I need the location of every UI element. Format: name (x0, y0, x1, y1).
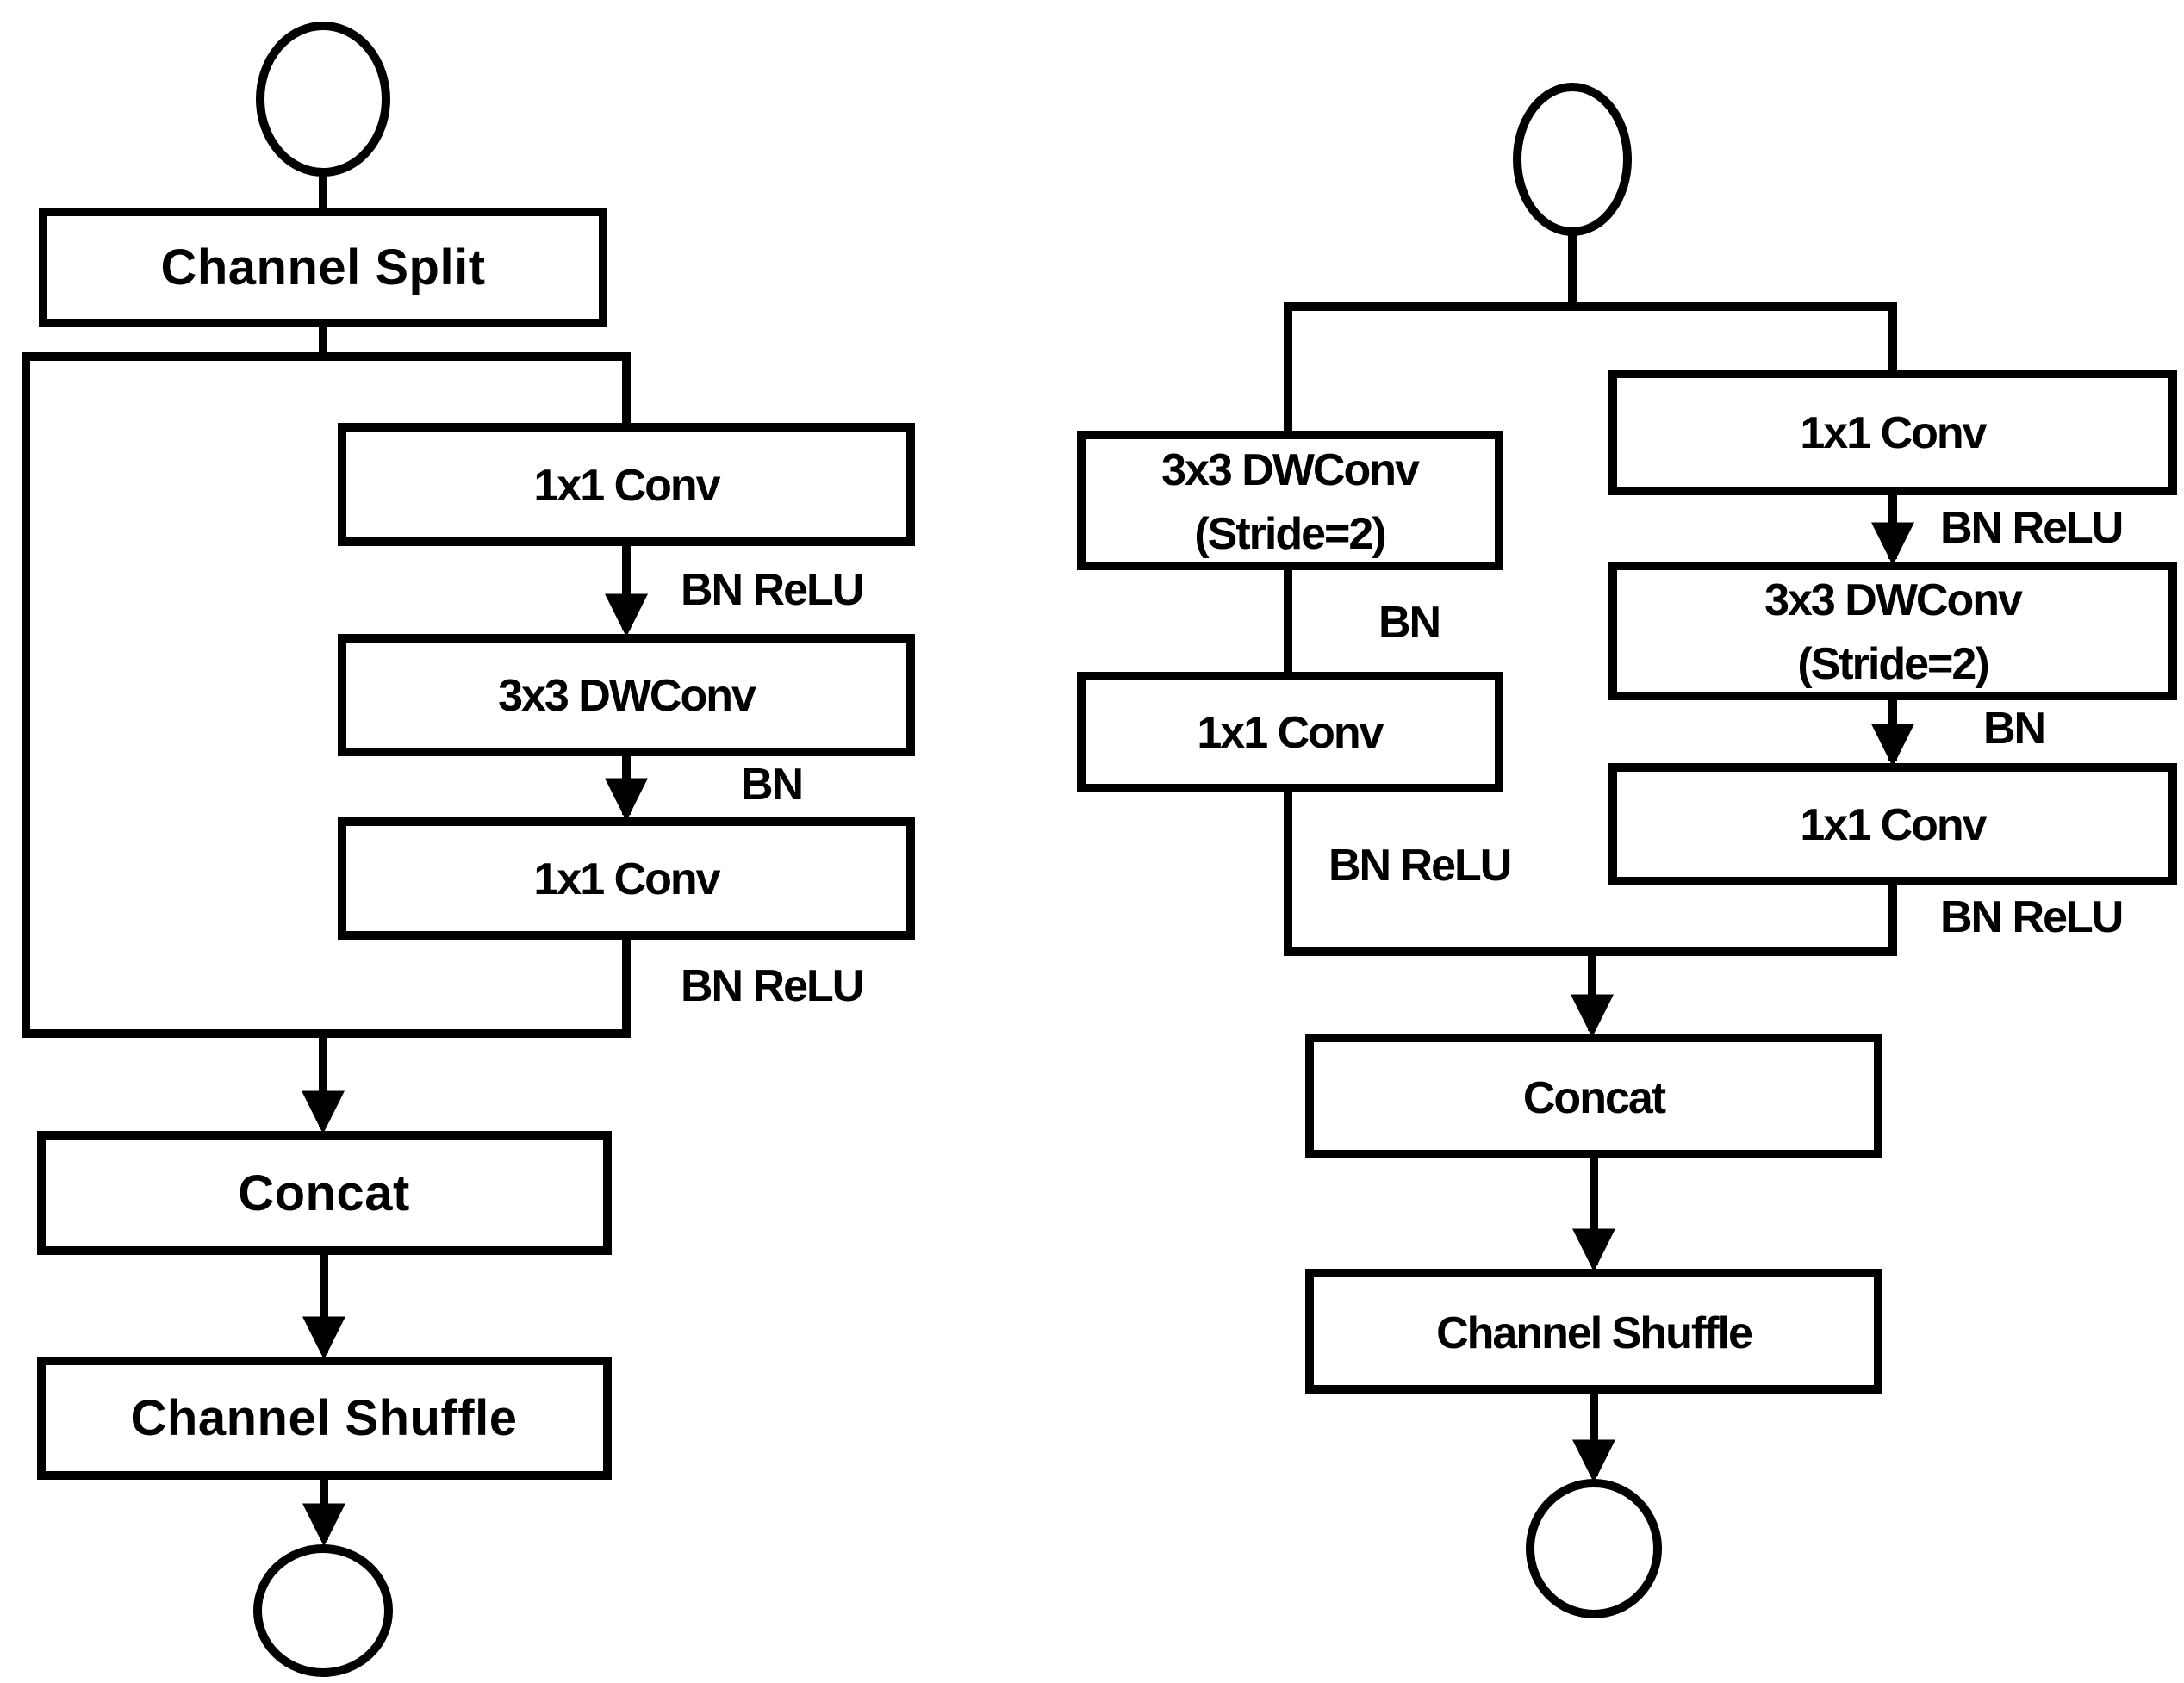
left-channel-split-label: Channel Split (160, 239, 485, 295)
right-split-edge (1284, 302, 1897, 435)
right-rbranch-conv2-box (1608, 763, 2177, 885)
right-lbranch-bn-label: BN (1378, 598, 1440, 648)
left-output-node (253, 1544, 393, 1677)
right-concat-box (1305, 1034, 1882, 1158)
right-lbranch-dwconv-box (1077, 431, 1503, 570)
right-block: 3x3 DWConv (Stride=2) BN 1x1 Conv BN ReL… (1077, 83, 2177, 1618)
left-conv2-box (338, 817, 915, 940)
right-channel-shuffle-label: Channel Shuffle (1436, 1308, 1752, 1358)
left-conv2-label: 1x1 Conv (533, 854, 720, 904)
right-rbranch-conv1-box (1608, 370, 2177, 495)
right-rbranch-dwconv-label-line2: (Stride=2) (1797, 639, 1988, 689)
right-rbranch-conv2-label: 1x1 Conv (1800, 800, 1987, 850)
left-bn-label: BN (741, 760, 802, 810)
right-channel-shuffle-box (1305, 1269, 1882, 1394)
right-lbranch-dwconv-label-line1: 3x3 DWConv (1161, 445, 1420, 495)
right-output-node (1526, 1479, 1662, 1618)
right-input-node (1513, 83, 1632, 236)
right-concat-label: Concat (1523, 1073, 1666, 1123)
left-bn-relu-1-label: BN ReLU (681, 565, 862, 615)
right-rbranch-bn-relu-2-label: BN ReLU (1940, 892, 2122, 942)
right-rbranch-bn-label: BN (1983, 704, 2044, 754)
left-block: Channel Split 1x1 Conv BN ReLU 3x3 DWCon… (22, 22, 915, 1677)
left-conv1-label: 1x1 Conv (533, 461, 720, 511)
right-rbranch-dwconv-label-line1: 3x3 DWConv (1764, 575, 2023, 625)
right-lbranch-conv-box (1077, 672, 1503, 792)
left-dwconv-box (338, 634, 915, 756)
left-concat-label: Concat (238, 1165, 410, 1221)
right-rbranch-conv1-label: 1x1 Conv (1800, 408, 1987, 458)
left-dwconv-label: 3x3 DWConv (498, 671, 756, 721)
left-channel-shuffle-box (37, 1357, 612, 1480)
left-conv1-box (338, 423, 915, 546)
right-lbranch-bn-relu-label: BN ReLU (1328, 841, 1510, 891)
right-rbranch-bn-relu-1-label: BN ReLU (1940, 503, 2122, 553)
left-concat-box (37, 1131, 612, 1255)
right-lbranch-dwconv-label-line2: (Stride=2) (1194, 509, 1384, 559)
left-identity-shortcut-edge (22, 352, 631, 1038)
left-input-node (256, 22, 390, 177)
left-channel-shuffle-label: Channel Shuffle (131, 1390, 518, 1446)
right-lbranch-conv-label: 1x1 Conv (1197, 708, 1384, 758)
left-bn-relu-2-label: BN ReLU (681, 961, 862, 1011)
